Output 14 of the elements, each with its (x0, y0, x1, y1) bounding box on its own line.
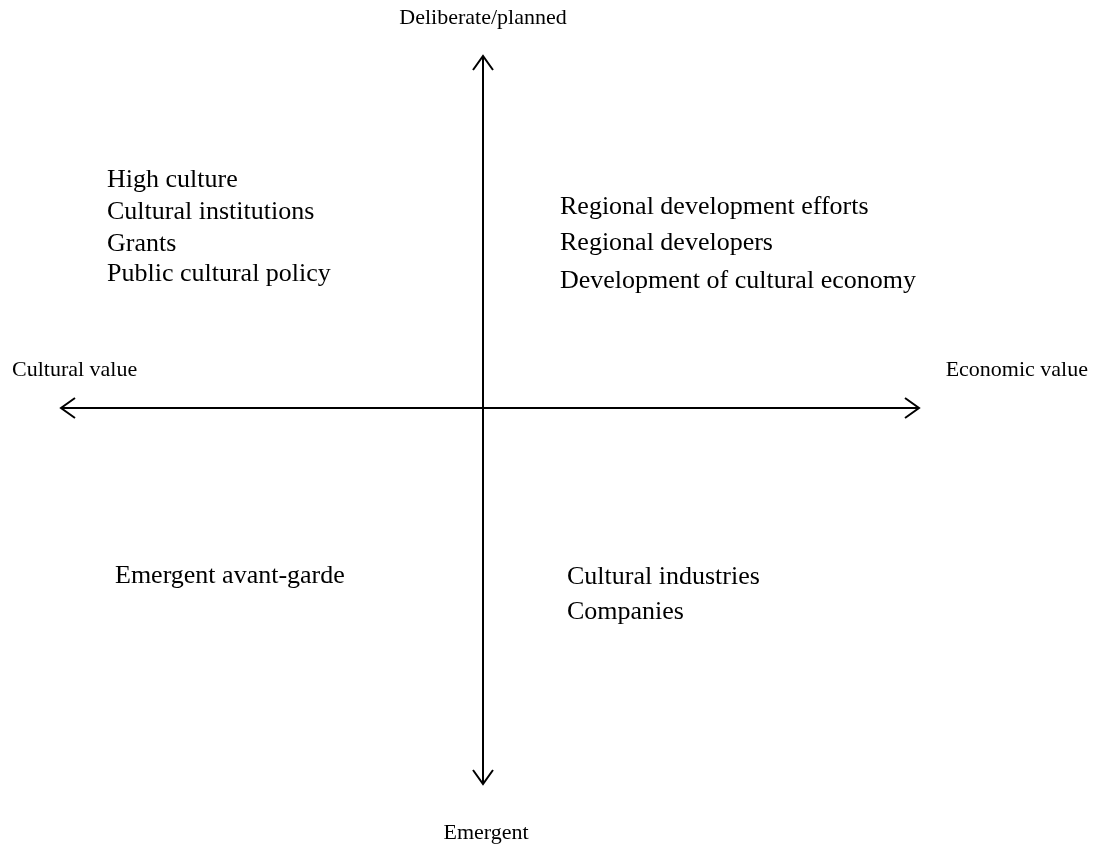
quadrant-item: High culture (107, 165, 238, 194)
quadrant-item: Emergent avant-garde (115, 561, 345, 590)
quadrant-item: Grants (107, 229, 177, 258)
axis-label: Deliberate/planned (399, 4, 567, 29)
quadrant-item: Cultural institutions (107, 197, 315, 226)
axis-label: Emergent (443, 819, 529, 844)
quadrant-item: Cultural industries (567, 562, 760, 591)
quadrant-item: Regional developers (560, 228, 773, 257)
axis-label: Cultural value (12, 356, 138, 381)
quadrant-item: Regional development efforts (560, 192, 869, 221)
quadrant-item: Companies (567, 597, 684, 626)
quadrant-item: Public cultural policy (107, 259, 331, 288)
axis-label: Economic value (945, 356, 1088, 381)
quadrant-item: Development of cultural economy (560, 266, 916, 295)
